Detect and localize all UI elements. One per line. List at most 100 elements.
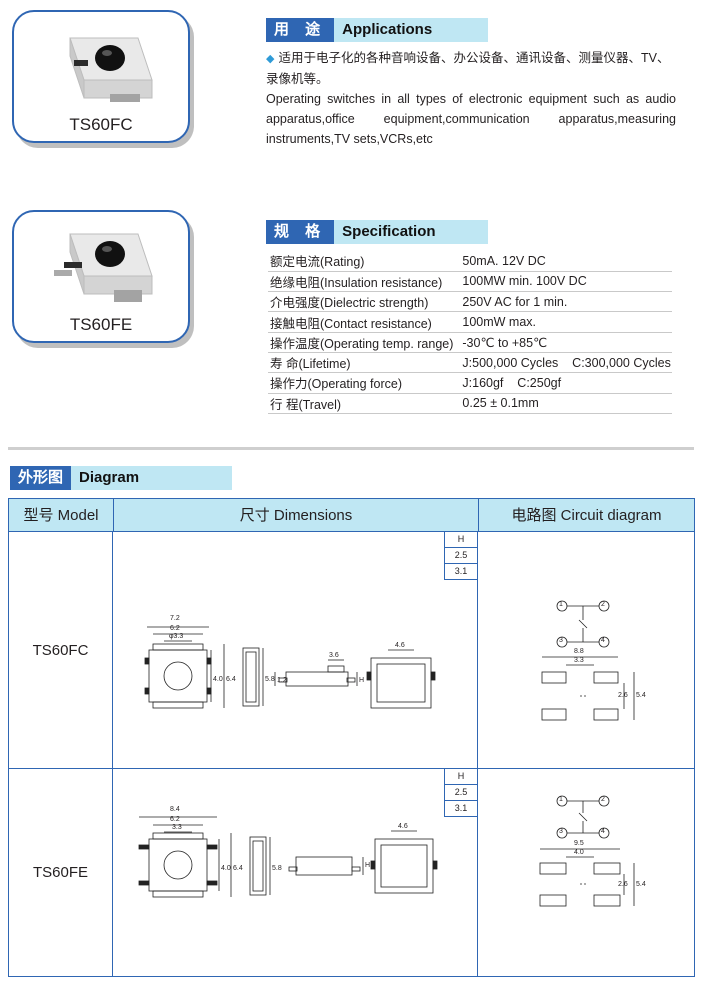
specification-title-cn: 规 格 (266, 220, 335, 244)
dim-label: 4.6 (395, 642, 405, 649)
product-name: TS60FE (69, 315, 133, 334)
spec-label: 额定电流(Rating) (268, 251, 455, 272)
pin-label: 3 (559, 828, 563, 835)
product-card-ts60fc: TS60FC (12, 10, 190, 143)
dim-label: 3.3 (172, 824, 182, 831)
spec-value: 100mW max. (454, 311, 672, 333)
spec-label: 操作力(Operating force) (268, 372, 455, 394)
applications-text: ◆适用于电子化的各种音响设备、办公设备、通讯设备、测量仪器、TV、录像机等。 O… (266, 48, 676, 149)
pin-label: 1 (559, 601, 563, 608)
dim-label: 4.0 (213, 676, 223, 683)
circuit-cell: 1 2 3 4 9.5 4.0 2.6 5.4 (478, 769, 694, 976)
applications-text-cn: 适用于电子化的各种音响设备、办公设备、通讯设备、测量仪器、TV、录像机等。 (266, 51, 670, 86)
diagram-title-en: Diagram (71, 466, 232, 490)
dim-label: 6.2 (170, 625, 180, 632)
table-row: 绝缘电阻(Insulation resistance)100MW min. 10… (268, 271, 672, 293)
dim-label: H (365, 862, 371, 869)
spec-value: 50mA. 12V DC (454, 251, 672, 272)
applications-header: 用 途 Applications (266, 18, 488, 42)
dimension-drawing (144, 626, 436, 709)
h-value: 3.1 (445, 801, 477, 817)
circuit-drawing (539, 795, 635, 907)
model-cell: TS60FC (9, 532, 113, 768)
dim-label: 5.8 (272, 865, 282, 872)
pin-label: 4 (601, 637, 605, 644)
spec-label: 介电强度(Dielectric strength) (268, 291, 455, 313)
dimensions-cell: H 2.5 3.1 (113, 769, 478, 976)
dim-label: 7.2 (170, 615, 180, 622)
col-circuit: 电路图 Circuit diagram (511, 507, 662, 524)
diagram-header: 外形图 Diagram (10, 466, 232, 490)
dim-label: 5.4 (636, 692, 646, 699)
spec-value: -30℃ to +85℃ (454, 332, 672, 353)
dim-label: 4.0 (574, 849, 584, 856)
circuit-drawing (541, 600, 635, 721)
product-card-ts60fe: TS60FE (12, 210, 190, 343)
table-row: 操作温度(Operating temp. range)-30℃ to +85℃ (268, 332, 672, 353)
switch-photo-icon (54, 233, 153, 302)
table-row: 额定电流(Rating)50mA. 12V DC (268, 251, 672, 272)
pin-label: 3 (559, 637, 563, 644)
spec-label: 接触电阻(Contact resistance) (268, 311, 455, 333)
applications-title-en: Applications (334, 18, 488, 42)
diagram-table: 型号 Model 尺寸 Dimensions 电路图 Circuit diagr… (8, 498, 695, 977)
table-row: 接触电阻(Contact resistance)100mW max. (268, 311, 672, 333)
h-value: 3.1 (445, 564, 477, 580)
dim-label: 8.4 (170, 806, 180, 813)
h-table: H 2.5 3.1 (444, 769, 477, 817)
dim-label: 8.8 (574, 648, 584, 655)
table-row: TS60FC H 2.5 3.1 (9, 532, 694, 769)
dim-label: 6.4 (233, 865, 243, 872)
table-row: 寿 命(Lifetime)J:500,000 Cycles C:300,000 … (268, 352, 672, 374)
spec-value: 250V AC for 1 min. (454, 291, 672, 313)
h-label: H (445, 769, 477, 785)
table-row: TS60FE H 2.5 3.1 (9, 769, 694, 976)
spec-label: 绝缘电阻(Insulation resistance) (268, 271, 455, 293)
table-row: 操作力(Operating force)J:160gf C:250gf (268, 372, 672, 394)
applications-title-cn: 用 途 (266, 18, 335, 42)
specification-table: 额定电流(Rating)50mA. 12V DC 绝缘电阻(Insulation… (268, 251, 672, 414)
pin-label: 1 (559, 796, 563, 803)
pin-label: 2 (601, 601, 605, 608)
h-label: H (445, 532, 477, 548)
dim-label: 3.6 (329, 652, 339, 659)
dim-label: 6.2 (170, 816, 180, 823)
specification-title-en: Specification (334, 220, 488, 244)
spec-label: 行 程(Travel) (268, 393, 455, 414)
table-row: 介电强度(Dielectric strength)250V AC for 1 m… (268, 291, 672, 313)
h-value: 2.5 (445, 548, 477, 564)
diagram-table-header: 型号 Model 尺寸 Dimensions 电路图 Circuit diagr… (9, 499, 694, 532)
diamond-bullet-icon: ◆ (266, 53, 275, 65)
circuit-cell: 1 2 3 4 8.8 3.3 2.6 5.4 (478, 532, 694, 768)
col-dimensions: 尺寸 Dimensions (114, 499, 479, 531)
spec-value: 100MW min. 100V DC (454, 271, 672, 293)
applications-text-en: Operating switches in all types of elect… (266, 92, 676, 146)
switch-photo-icon (69, 37, 153, 102)
h-table: H 2.5 3.1 (444, 532, 477, 580)
dim-label: 2.6 (618, 881, 628, 888)
spec-value: J:160gf C:250gf (454, 372, 672, 394)
section-divider (8, 447, 694, 450)
dim-label: 4.6 (398, 823, 408, 830)
table-row: 行 程(Travel)0.25 ± 0.1mm (268, 393, 672, 414)
dim-label: 1.2 (277, 677, 287, 684)
dim-label: 9.5 (574, 840, 584, 847)
dim-label: 4.0 (221, 865, 231, 872)
dim-label: 2.6 (618, 692, 628, 699)
diagram-title-cn: 外形图 (10, 466, 72, 490)
pin-label: 4 (601, 828, 605, 835)
dim-label: H (359, 677, 365, 684)
dim-label: φ3.3 (169, 633, 184, 640)
spec-label: 操作温度(Operating temp. range) (268, 332, 455, 353)
h-value: 2.5 (445, 785, 477, 801)
product-name: TS60FC (69, 115, 133, 134)
dim-label: 3.3 (574, 657, 584, 664)
dim-label: 5.4 (636, 881, 646, 888)
pin-label: 2 (601, 796, 605, 803)
col-model: 型号 Model (9, 499, 114, 531)
dimension-drawing (138, 816, 438, 898)
specification-header: 规 格 Specification (266, 220, 488, 244)
dimensions-cell: H 2.5 3.1 (113, 532, 478, 768)
dim-label: 5.8 (265, 676, 275, 683)
spec-value: 0.25 ± 0.1mm (454, 393, 672, 414)
